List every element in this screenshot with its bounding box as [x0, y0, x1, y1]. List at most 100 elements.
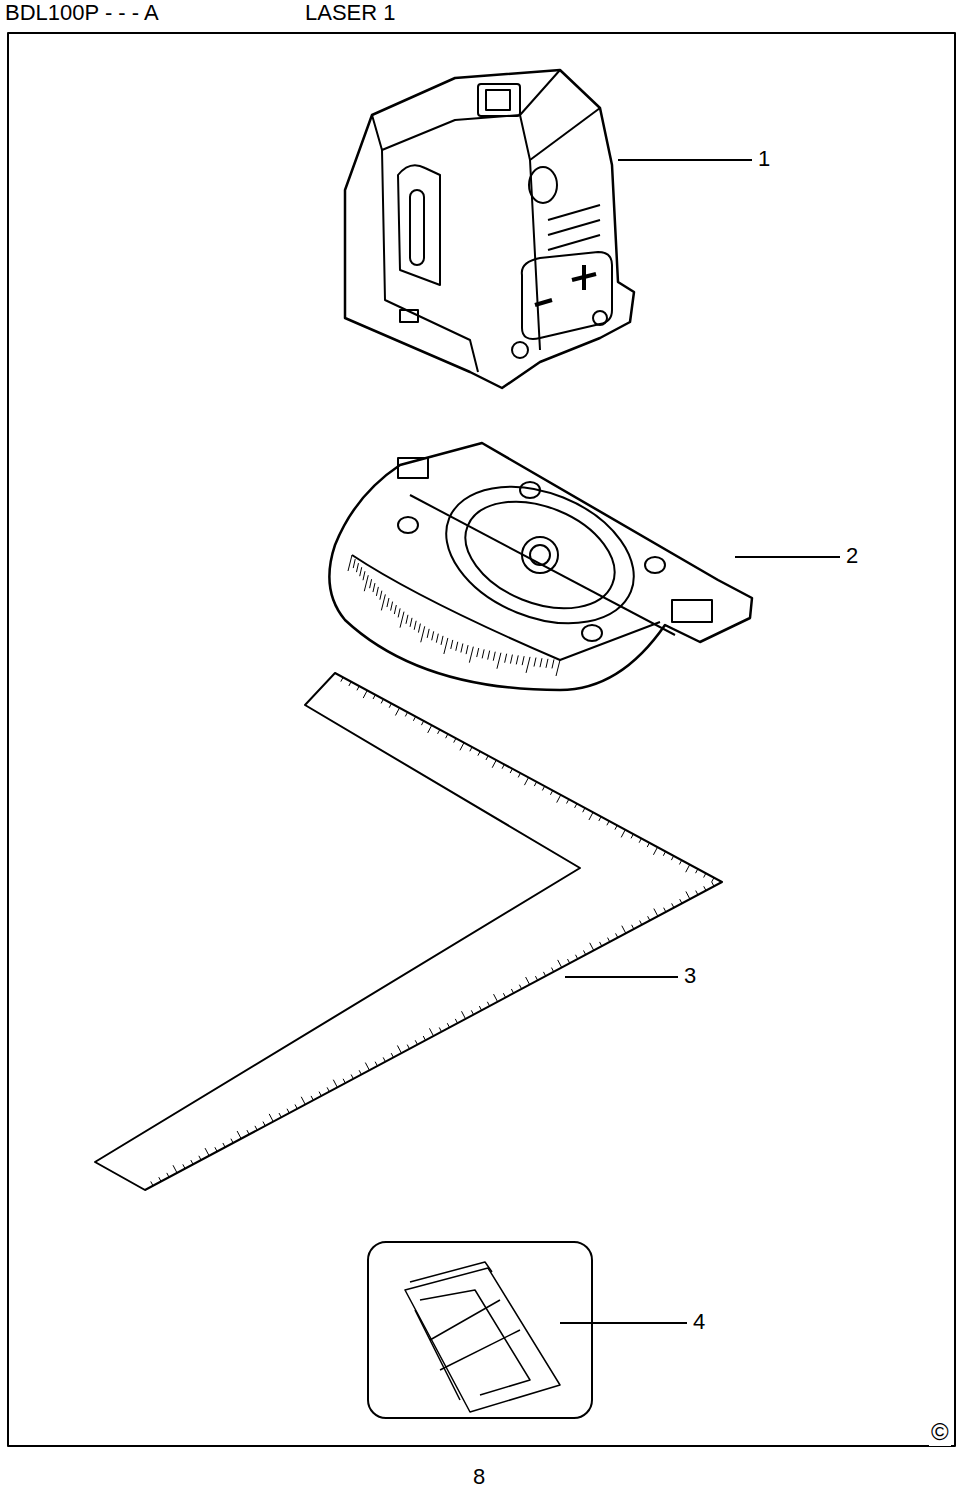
scale-tick: [410, 618, 412, 627]
scale-tick: [427, 629, 429, 638]
scale-tick: [477, 648, 479, 657]
scale-tick: [557, 795, 561, 803]
scale-tick: [462, 1011, 466, 1019]
scale-tick: [373, 583, 375, 592]
scale-tick: [451, 640, 453, 649]
scale-tick: [400, 612, 404, 628]
scale-tick: [391, 602, 393, 611]
scale-tick: [704, 873, 706, 877]
scale-tick: [460, 743, 464, 751]
scale-tick: [351, 1075, 353, 1079]
scale-tick: [311, 1096, 313, 1100]
scale-tick: [534, 658, 536, 667]
scale-tick: [567, 959, 569, 963]
scale-tick: [287, 1109, 289, 1113]
scale-tick: [696, 891, 698, 895]
scale-tick: [455, 1019, 457, 1023]
scale-tick: [576, 955, 578, 959]
scale-tick: [551, 968, 553, 972]
scale-tick: [686, 891, 690, 899]
callout-number: 4: [691, 1309, 707, 1334]
scale-tick: [381, 699, 383, 703]
scale-tick: [446, 734, 448, 738]
scale-tick: [556, 660, 560, 676]
scale-tick: [333, 1080, 337, 1088]
scale-tick: [607, 821, 609, 825]
scale-tick: [621, 830, 625, 838]
scale-tick: [503, 993, 505, 997]
scale-tick: [672, 903, 674, 907]
scale-tick: [397, 1045, 401, 1053]
page-number: 8: [471, 1464, 487, 1489]
scale-tick: [173, 1165, 177, 1173]
header-text: BDL100P - - - A: [3, 0, 161, 25]
scale-tick: [421, 626, 425, 642]
scale-tick: [363, 571, 365, 580]
scale-tick: [454, 738, 456, 742]
scale-tick: [615, 825, 617, 829]
scale-tick: [543, 972, 545, 976]
scale-tick: [441, 636, 443, 645]
scale-tick: [589, 812, 593, 820]
scale-tick: [534, 782, 536, 786]
scale-tick: [712, 882, 714, 886]
scale-tick: [664, 908, 666, 912]
scale-tick: [343, 1079, 345, 1083]
scale-tick: [383, 1057, 385, 1061]
scale-tick: [360, 567, 362, 576]
scale-tick: [199, 1156, 201, 1160]
scale-tick: [540, 658, 542, 667]
scale-tick: [341, 677, 343, 681]
scale-tick: [639, 838, 641, 842]
scale-tick: [486, 756, 488, 760]
scale-tick: [510, 655, 512, 664]
scale-tick: [584, 950, 586, 954]
scale-tick: [456, 642, 458, 651]
scale-tick: [510, 769, 512, 773]
scale-tick: [648, 916, 650, 920]
scale-tick: [497, 653, 501, 669]
scale-tick: [348, 555, 352, 571]
scale-tick: [357, 686, 359, 690]
scale-tick: [391, 1053, 393, 1057]
scale-tick: [415, 1040, 417, 1044]
scale-tick: [375, 1062, 377, 1066]
scale-tick: [478, 751, 480, 755]
scale-tick: [583, 808, 585, 812]
scale-tick: [363, 690, 367, 698]
scale-tick: [632, 925, 634, 929]
scale-tick: [151, 1181, 153, 1185]
scale-tick: [519, 985, 521, 989]
scale-tick: [387, 598, 389, 607]
scale-tick: [522, 656, 524, 665]
page-frame: [8, 33, 955, 1446]
scale-tick: [432, 631, 434, 640]
scale-tick: [493, 652, 495, 661]
scale-tick: [407, 1045, 409, 1049]
scale-tick: [389, 703, 391, 707]
scale-tick: [447, 1023, 449, 1027]
scale-tick: [373, 695, 375, 699]
scale-tick: [526, 657, 530, 673]
scale-tick: [535, 976, 537, 980]
scale-tick: [492, 760, 496, 768]
scale-tick: [349, 682, 351, 686]
scale-tick: [428, 725, 432, 733]
scale-tick: [616, 933, 618, 937]
scale-tick: [356, 563, 358, 572]
scale-tick: [546, 659, 548, 668]
scale-tick: [231, 1139, 233, 1143]
laser-unit: [345, 70, 634, 388]
scale-tick: [482, 649, 484, 658]
scale-tick: [215, 1147, 217, 1151]
copyright-mark: ©: [929, 1418, 951, 1446]
scale-tick: [364, 575, 368, 591]
scale-tick: [640, 921, 642, 925]
scale-tick: [444, 638, 448, 654]
scale-tick: [365, 1063, 369, 1071]
scale-tick: [696, 869, 698, 873]
scale-tick: [405, 712, 407, 716]
scale-tick: [479, 1006, 481, 1010]
scale-tick: [653, 847, 657, 855]
callout-number: 3: [682, 963, 698, 988]
